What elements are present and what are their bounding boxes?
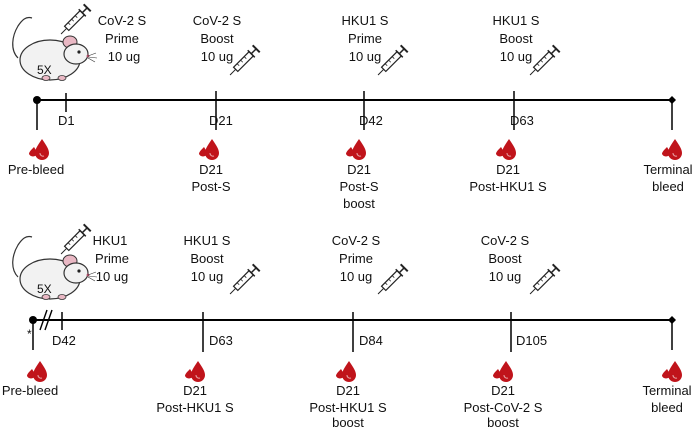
bleed-label: D21 [183,383,207,398]
event-amount: 10 ug [190,269,224,284]
event-dose: Boost [488,251,522,266]
bleed-label: Pre-bleed [1,383,59,398]
bleed-label: Pre-bleed [7,162,65,177]
syringe-icon [225,263,261,299]
day-label: D84 [359,333,383,348]
bleed-label: Post-HKU1 S [156,400,234,415]
blood-drop-icon [661,138,683,161]
blood-drop-icon [492,360,514,383]
event-dose: Prime [95,251,129,266]
bleed-label: bleed [652,179,684,194]
bleed-label: D21 [347,162,371,177]
mouse-icon [12,16,98,82]
event-dose: Prime [339,251,373,266]
event-amount: 10 ug [200,49,234,64]
day-label: D63 [209,333,233,348]
bleed-label: Terminal [643,162,693,177]
bleed-label: Post-HKU1 S [309,400,387,415]
day-label: D63 [510,113,534,128]
blood-drop-icon [184,360,206,383]
bleed-label: boost [487,415,519,430]
blood-drop-icon [661,360,683,383]
syringe-icon [373,263,409,299]
event-amount: 10 ug [107,49,141,64]
break-mark: * [27,327,32,341]
blood-drop-icon [198,138,220,161]
day-label: D42 [52,333,76,348]
bleed-label: Terminal [642,383,692,398]
bleed-label: Post-CoV-2 S [463,400,543,415]
syringe-icon [56,223,92,259]
event-vaccine: HKU1 S [183,233,231,248]
event-vaccine: CoV-2 S [97,13,147,28]
event-dose: Prime [105,31,139,46]
event-vaccine: HKU1 S [492,13,540,28]
mouse-badge: 5X [37,63,52,77]
bleed-label: D21 [491,383,515,398]
bleed-label: Post-HKU1 S [469,179,547,194]
event-amount: 10 ug [95,269,129,284]
bleed-label: Post-S [191,179,231,194]
event-vaccine: CoV-2 S [480,233,530,248]
bleed-label: D21 [496,162,520,177]
bleed-label: D21 [199,162,223,177]
axis-break-mark [39,309,53,331]
blood-drop-icon [495,138,517,161]
mouse-badge: 5X [37,282,52,296]
blood-drop-icon [345,138,367,161]
blood-drop-icon [28,138,50,161]
event-vaccine: HKU1 [92,233,128,248]
event-amount: 10 ug [499,49,533,64]
event-dose: Boost [200,31,234,46]
event-amount: 10 ug [488,269,522,284]
event-vaccine: HKU1 S [341,13,389,28]
syringe-icon [56,3,92,39]
bleed-label: bleed [651,400,683,415]
blood-drop-icon [335,360,357,383]
bleed-label: D21 [336,383,360,398]
event-vaccine: CoV-2 S [331,233,381,248]
event-amount: 10 ug [339,269,373,284]
event-dose: Prime [348,31,382,46]
bleed-label: boost [332,415,364,430]
blood-drop-icon [26,360,48,383]
event-amount: 10 ug [348,49,382,64]
day-label: D42 [359,113,383,128]
bleed-label: Post-S [339,179,379,194]
event-dose: Boost [190,251,224,266]
mouse-icon [12,235,98,301]
event-vaccine: CoV-2 S [192,13,242,28]
event-dose: Boost [499,31,533,46]
bleed-label: boost [343,196,375,211]
syringe-icon [525,263,561,299]
day-label: D1 [58,113,75,128]
day-label: D21 [209,113,233,128]
day-label: D105 [516,333,548,348]
